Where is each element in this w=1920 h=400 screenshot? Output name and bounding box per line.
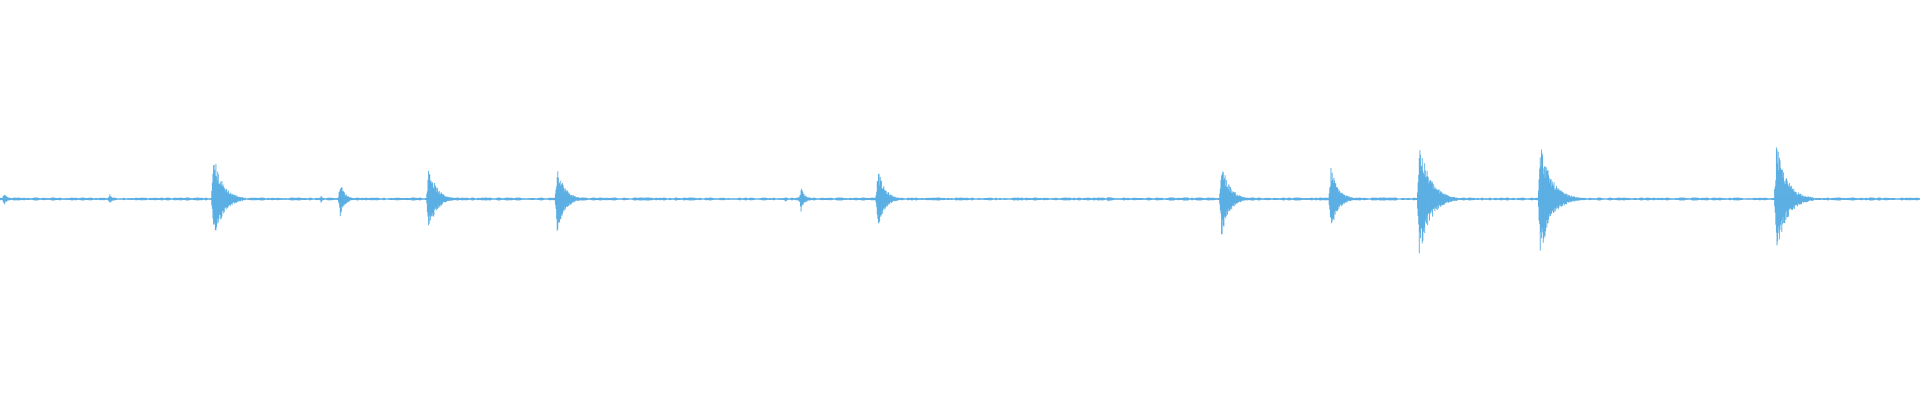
waveform-transient — [798, 188, 815, 212]
waveform-transient — [1328, 167, 1357, 224]
waveform-transient — [875, 173, 902, 224]
waveform-transient — [107, 194, 119, 203]
waveform-transient — [318, 196, 330, 203]
waveform-transient — [426, 170, 456, 226]
waveform-peaks — [0, 147, 1920, 254]
waveform-transient — [783, 197, 794, 202]
waveform-transient — [337, 187, 357, 217]
waveform-noise-floor — [0, 197, 1920, 201]
waveform-transient — [554, 171, 584, 231]
waveform-transient — [1105, 197, 1116, 202]
waveform-transient — [1417, 150, 1459, 254]
waveform-transient — [1537, 149, 1580, 251]
waveform-transient — [1219, 171, 1250, 235]
waveform-transient — [1, 194, 15, 205]
waveform-transient — [1774, 147, 1815, 246]
waveform-transient — [211, 163, 246, 231]
waveform-transient — [612, 197, 622, 201]
